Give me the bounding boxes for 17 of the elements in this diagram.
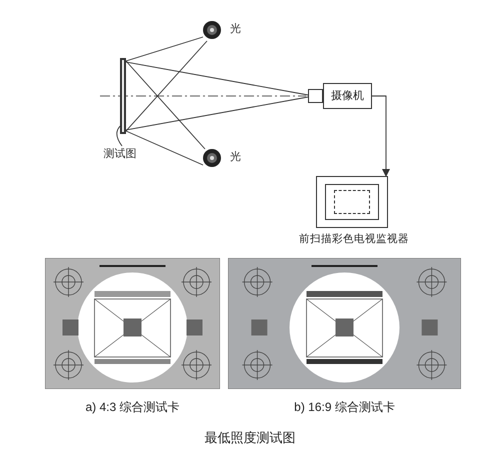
- card-caption: a) 4:3 综合测试卡: [84, 399, 181, 416]
- light-ray: [126, 130, 204, 166]
- lamp-label: 光: [230, 150, 241, 165]
- test-chart-board: [120, 58, 126, 134]
- light-ray: [126, 62, 308, 96]
- light-ray: [126, 60, 206, 150]
- arrow: [372, 96, 390, 177]
- camera-body: 摄像机: [323, 83, 372, 109]
- chart-label: 测试图: [98, 146, 142, 164]
- light-ray: [126, 36, 204, 62]
- card-caption: b) 16:9 综合测试卡: [293, 399, 396, 416]
- lamp-label: 光: [230, 22, 241, 37]
- light-ray: [126, 40, 208, 132]
- light-ray: [126, 96, 308, 130]
- camera: [308, 83, 372, 109]
- figure-caption: 最低照度测试图: [204, 429, 296, 447]
- monitor-label: 前扫描彩色电视监视器: [298, 232, 410, 247]
